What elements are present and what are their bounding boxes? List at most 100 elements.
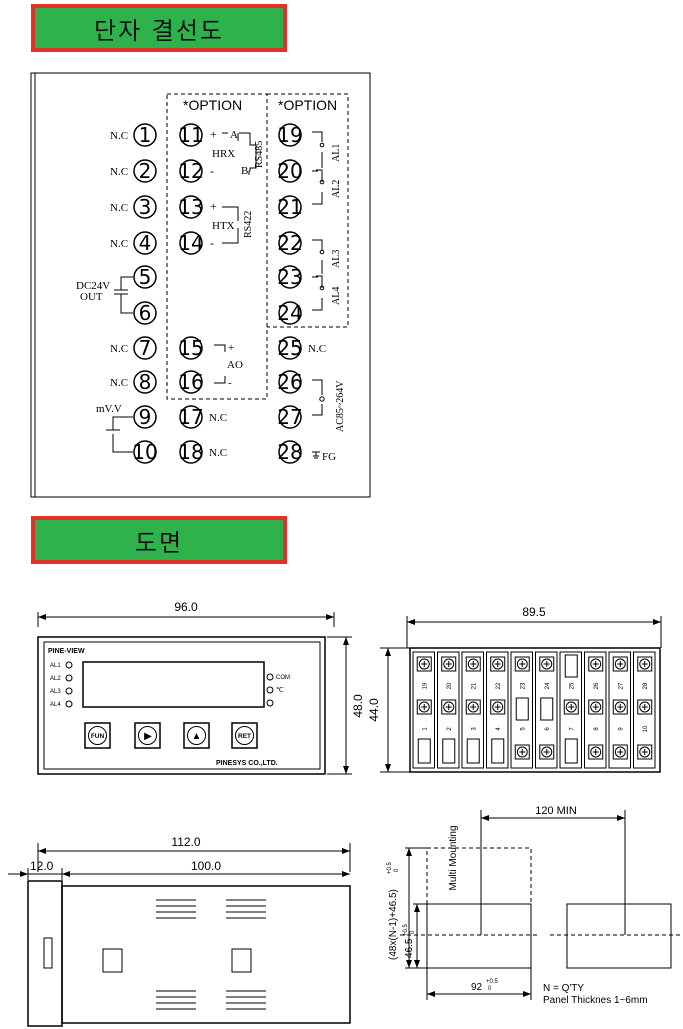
terminal-23: 23 <box>277 265 302 289</box>
svg-text:5: 5 <box>139 265 152 289</box>
cutout-width-tolerance-zero: 0 <box>488 986 492 992</box>
cutout-height-dim: 46.5 <box>404 938 415 958</box>
al4-label: AL4 <box>331 287 342 305</box>
svg-text:4: 4 <box>139 231 152 255</box>
terminal-20: 20 <box>277 159 302 183</box>
terminal-3: 3 <box>133 195 157 219</box>
terminal-13-plus: + <box>210 199 217 213</box>
cutout-width-tolerance: +0.5 <box>486 979 499 985</box>
terminal-cell <box>412 651 435 769</box>
up-arrow-button: ▲ <box>183 722 210 749</box>
option-box-right <box>267 93 349 328</box>
cutout-height-tolerance: +0.5 <box>403 923 409 936</box>
terminal-17-label: N.C <box>209 412 227 424</box>
maker-label: PINESYS CO.,LTD. <box>216 760 278 767</box>
al3-label: AL3 <box>331 250 342 268</box>
top-terminal-number: 26 <box>594 682 600 689</box>
terminal-26: 26 <box>277 370 302 394</box>
svg-text:3: 3 <box>139 195 152 219</box>
svg-text:26: 26 <box>277 370 302 394</box>
terminal-15: 15 <box>178 336 203 360</box>
bottom-terminal-number: 3 <box>471 727 477 731</box>
terminal-cell <box>559 651 582 769</box>
hrx-label: HRX <box>212 148 235 160</box>
brand-label: PINE-VIEW <box>48 648 85 655</box>
option-label-right: *OPTION <box>278 97 337 113</box>
svg-text:24: 24 <box>277 301 302 325</box>
svg-text:10: 10 <box>132 440 157 464</box>
svg-text:23: 23 <box>277 265 302 289</box>
terminal-14-minus: - <box>210 236 214 250</box>
terminal-8-label: N.C <box>110 377 128 389</box>
svg-text:FUN: FUN <box>91 733 105 740</box>
up-arrow-icon: ▲ <box>192 731 202 742</box>
option-box-left <box>166 93 268 400</box>
total-length-dim: 112.0 <box>171 835 200 849</box>
top-terminal-number: 27 <box>618 682 624 689</box>
rs485-pin-a: A <box>230 129 238 141</box>
terminal-7: 7 <box>133 336 157 360</box>
svg-text:13: 13 <box>178 195 203 219</box>
al1-label: AL1 <box>331 144 342 162</box>
terminal-6: 6 <box>133 301 157 325</box>
terminal-2-label: N.C <box>110 166 128 178</box>
front-height-dim: 48.0 <box>351 694 365 718</box>
terminal-25: 25 <box>277 336 302 360</box>
svg-text:21: 21 <box>277 195 302 219</box>
front-view: 96.0 PINE-VIEW PINESYS CO.,LTD. AL1 AL2 … <box>37 600 365 775</box>
dimension-drawing-heading: 도면 <box>31 516 287 564</box>
svg-text:6: 6 <box>139 301 152 325</box>
terminal-24: 24 <box>277 301 302 325</box>
terminal-8: 8 <box>133 370 157 394</box>
quantity-note: N = Q'TY <box>543 983 584 994</box>
terminal-28-label: FG <box>322 451 336 463</box>
terminal-9: 9 <box>133 405 157 429</box>
svg-text:7: 7 <box>139 336 152 360</box>
svg-text:2: 2 <box>139 159 152 183</box>
wiring-diagram-heading: 단자 결선도 <box>31 4 287 52</box>
top-terminal-number: 25 <box>569 682 575 689</box>
side-width-dim: 89.5 <box>522 605 546 619</box>
multi-mounting-label: Multi Mounting <box>448 825 459 890</box>
terminal-4-label: N.C <box>110 238 128 250</box>
dc24v-label: DC24V <box>76 280 110 292</box>
terminal-18-label: N.C <box>209 447 227 459</box>
led-al1-label: AL1 <box>50 663 61 669</box>
wiring-diagram: *OPTION *OPTION 1 2 3 4 5 6 7 8 9 10 N.C… <box>30 72 371 498</box>
al2-label: AL2 <box>331 180 342 198</box>
terminal-14: 14 <box>178 231 203 255</box>
bottom-terminal-number: 8 <box>594 727 600 731</box>
terminal-5: 5 <box>133 265 157 289</box>
bottom-terminal-number: 10 <box>643 725 649 732</box>
right-arrow-button: ▶ <box>134 722 161 749</box>
top-terminal-number: 21 <box>471 682 477 689</box>
terminal-cell <box>510 651 533 769</box>
ret-button: RET <box>231 722 258 749</box>
out-label: OUT <box>80 291 103 303</box>
bottom-terminal-number: 7 <box>569 727 575 731</box>
formula-tolerance-zero: 0 <box>394 868 400 872</box>
terminal-cell <box>486 651 509 769</box>
led-al3-label: AL3 <box>50 689 61 695</box>
terminal-16: 16 <box>178 370 203 394</box>
terminal-18: 18 <box>178 440 203 464</box>
svg-text:11: 11 <box>178 123 203 147</box>
cutout-width-dim: 92 <box>471 982 483 993</box>
bottom-terminal-number: 9 <box>618 727 624 731</box>
led-al2-label: AL2 <box>50 676 61 682</box>
terminal-cell <box>584 651 607 769</box>
ac-power-label: AC85~264V <box>335 380 346 432</box>
htx-label: HTX <box>212 220 235 232</box>
side-height-dim: 44.0 <box>367 698 381 722</box>
led-com-label: COM <box>276 675 290 681</box>
bottom-terminal-number: 2 <box>447 727 453 731</box>
top-terminal-number: 20 <box>447 682 453 689</box>
top-terminal-number: 19 <box>422 682 428 689</box>
terminal-21: 21 <box>277 195 302 219</box>
terminal-view: 89.5 44.0 191202213224235246257268279281… <box>367 605 662 773</box>
terminal-2: 2 <box>133 159 157 183</box>
front-width-dim: 96.0 <box>174 600 198 614</box>
top-terminal-number: 28 <box>643 682 649 689</box>
